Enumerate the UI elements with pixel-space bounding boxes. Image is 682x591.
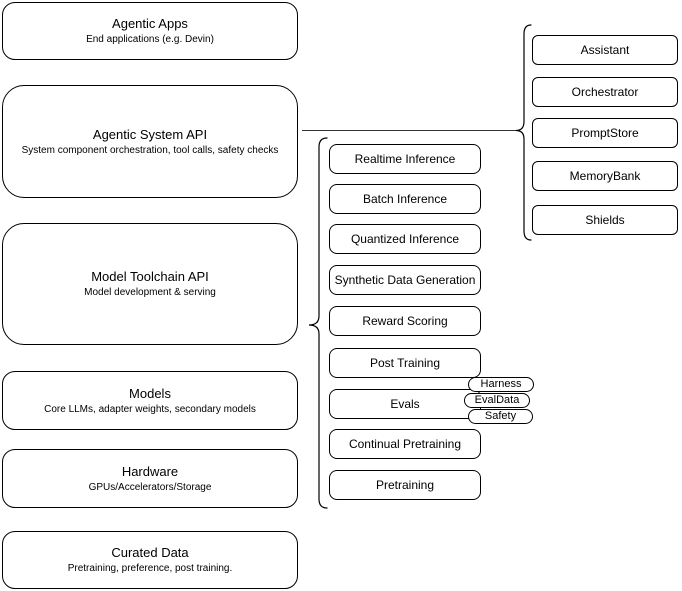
toolchain-item-quantized-inference: Quantized Inference [329,224,481,254]
layer-agentic-apps: Agentic Apps End applications (e.g. Devi… [2,2,298,60]
toolchain-item-continual-pretraining: Continual Pretraining [329,429,481,459]
layer-title: Model Toolchain API [91,269,209,284]
component-orchestrator: Orchestrator [532,77,678,107]
layer-title: Models [129,385,171,401]
layer-title: Curated Data [111,545,189,560]
component-promptstore: PromptStore [532,118,678,148]
layer-agentic-system-api: Agentic System API System component orch… [2,85,298,198]
layer-hardware: Hardware GPUs/Accelerators/Storage [2,449,298,508]
component-assistant: Assistant [532,35,678,65]
layer-title: Agentic Apps [112,16,188,31]
layer-model-toolchain-api: Model Toolchain API Model development & … [2,223,298,345]
evals-badge-safety: Safety [468,409,533,424]
evals-badge-evaldata: EvalData [464,393,530,408]
toolchain-item-batch-inference: Batch Inference [329,184,481,214]
toolchain-item-synthetic-data-generation: Synthetic Data Generation [329,265,481,295]
layer-models: Models Core LLMs, adapter weights, secon… [2,371,298,430]
layer-subtitle: GPUs/Accelerators/Storage [88,481,212,493]
layer-curated-data: Curated Data Pretraining, preference, po… [2,531,298,589]
toolchain-brace [308,137,328,509]
component-memorybank: MemoryBank [532,161,678,191]
layer-subtitle: System component orchestration, tool cal… [21,144,279,156]
layer-subtitle: End applications (e.g. Devin) [86,34,214,45]
layer-subtitle: Model development & serving [84,287,216,298]
toolchain-item-evals: Evals [329,389,481,419]
layer-subtitle: Pretraining, preference, post training. [67,563,233,574]
layer-title: Agentic System API [92,126,208,142]
toolchain-item-realtime-inference: Realtime Inference [329,144,481,174]
layer-subtitle: Core LLMs, adapter weights, secondary mo… [44,403,256,415]
layer-title: Hardware [121,463,179,479]
evals-badge-harness: Harness [468,377,534,392]
component-shields: Shields [532,205,678,235]
toolchain-item-post-training: Post Training [329,348,481,378]
toolchain-item-pretraining: Pretraining [329,470,481,500]
toolchain-item-reward-scoring: Reward Scoring [329,306,481,336]
components-brace [515,24,532,241]
